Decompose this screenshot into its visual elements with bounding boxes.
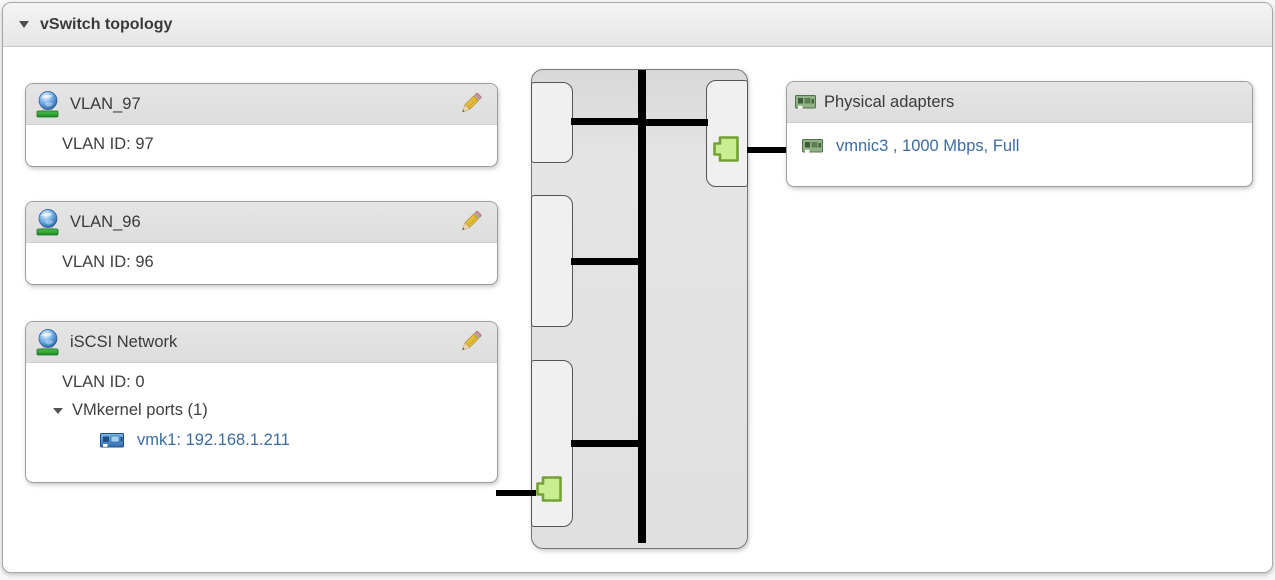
connector-line-vlan97 bbox=[571, 118, 643, 125]
physical-nic-icon bbox=[802, 139, 823, 153]
connector-line-vlan96 bbox=[571, 258, 643, 265]
vlan-id-label: VLAN ID: 97 bbox=[62, 135, 154, 153]
port-group-header: VLAN_96 bbox=[26, 202, 497, 243]
vmkernel-port-row: vmk1: 192.168.1.211 bbox=[26, 431, 497, 450]
panel-title: vSwitch topology bbox=[40, 15, 173, 33]
port-group-globe-icon bbox=[36, 208, 59, 235]
port-group-header: iSCSI Network bbox=[26, 322, 497, 363]
edit-pencil-icon[interactable] bbox=[458, 91, 484, 118]
connector-line-iscsi bbox=[571, 440, 643, 447]
expand-arrow-icon[interactable] bbox=[53, 407, 63, 414]
connector-line-uplink bbox=[644, 119, 708, 126]
vmkernel-ports-label: VMkernel ports (1) bbox=[72, 401, 208, 419]
vlan-id-label: VLAN ID: 96 bbox=[62, 253, 154, 271]
uplink-slot bbox=[706, 80, 748, 187]
port-group-box-vlan96: VLAN_96 VLAN ID: 96 bbox=[25, 201, 498, 285]
physical-adapters-box: Physical adapters vmnic3 , 1000 Mbps, Fu… bbox=[786, 81, 1253, 187]
port-slot-vlan97 bbox=[531, 82, 573, 163]
port-group-header: VLAN_97 bbox=[26, 84, 497, 125]
collapse-arrow-icon[interactable] bbox=[19, 21, 29, 28]
physical-nic-icon bbox=[795, 94, 816, 109]
vswitch-bus-bar bbox=[638, 70, 646, 543]
port-group-name: VLAN_96 bbox=[70, 212, 141, 231]
physical-adapters-header: Physical adapters bbox=[787, 82, 1252, 123]
port-group-name: VLAN_97 bbox=[70, 94, 141, 113]
port-slot-vlan96 bbox=[531, 195, 573, 327]
physical-adapter-row: vmnic3 , 1000 Mbps, Full bbox=[787, 137, 1252, 156]
uplink-port-plug-icon bbox=[713, 136, 739, 162]
vmkernel-ports-toggle[interactable]: VMkernel ports (1) bbox=[26, 401, 497, 420]
link-line-iscsi-to-vswitch bbox=[496, 490, 536, 496]
vswitch-diagram bbox=[531, 69, 748, 549]
vlan-id-label: VLAN ID: 0 bbox=[62, 373, 145, 391]
link-line-vswitch-to-adapter bbox=[747, 147, 787, 153]
vmkernel-port-plug-icon bbox=[536, 476, 562, 502]
edit-pencil-icon[interactable] bbox=[458, 209, 484, 236]
port-group-box-vlan97: VLAN_97 VLAN ID: 97 bbox=[25, 83, 498, 167]
vmkernel-nic-icon bbox=[100, 433, 124, 448]
port-group-globe-icon bbox=[36, 328, 59, 355]
physical-adapters-title: Physical adapters bbox=[824, 92, 955, 111]
port-group-name: iSCSI Network bbox=[70, 332, 178, 351]
port-group-globe-icon bbox=[36, 90, 59, 117]
panel-header[interactable]: vSwitch topology bbox=[3, 3, 1272, 47]
vmk1-link[interactable]: vmk1: 192.168.1.211 bbox=[137, 431, 290, 449]
vmnic3-link[interactable]: vmnic3 , 1000 Mbps, Full bbox=[836, 137, 1020, 155]
port-group-box-iscsi: iSCSI Network VLAN ID: 0 VMkernel ports … bbox=[25, 321, 498, 483]
edit-pencil-icon[interactable] bbox=[458, 329, 484, 356]
